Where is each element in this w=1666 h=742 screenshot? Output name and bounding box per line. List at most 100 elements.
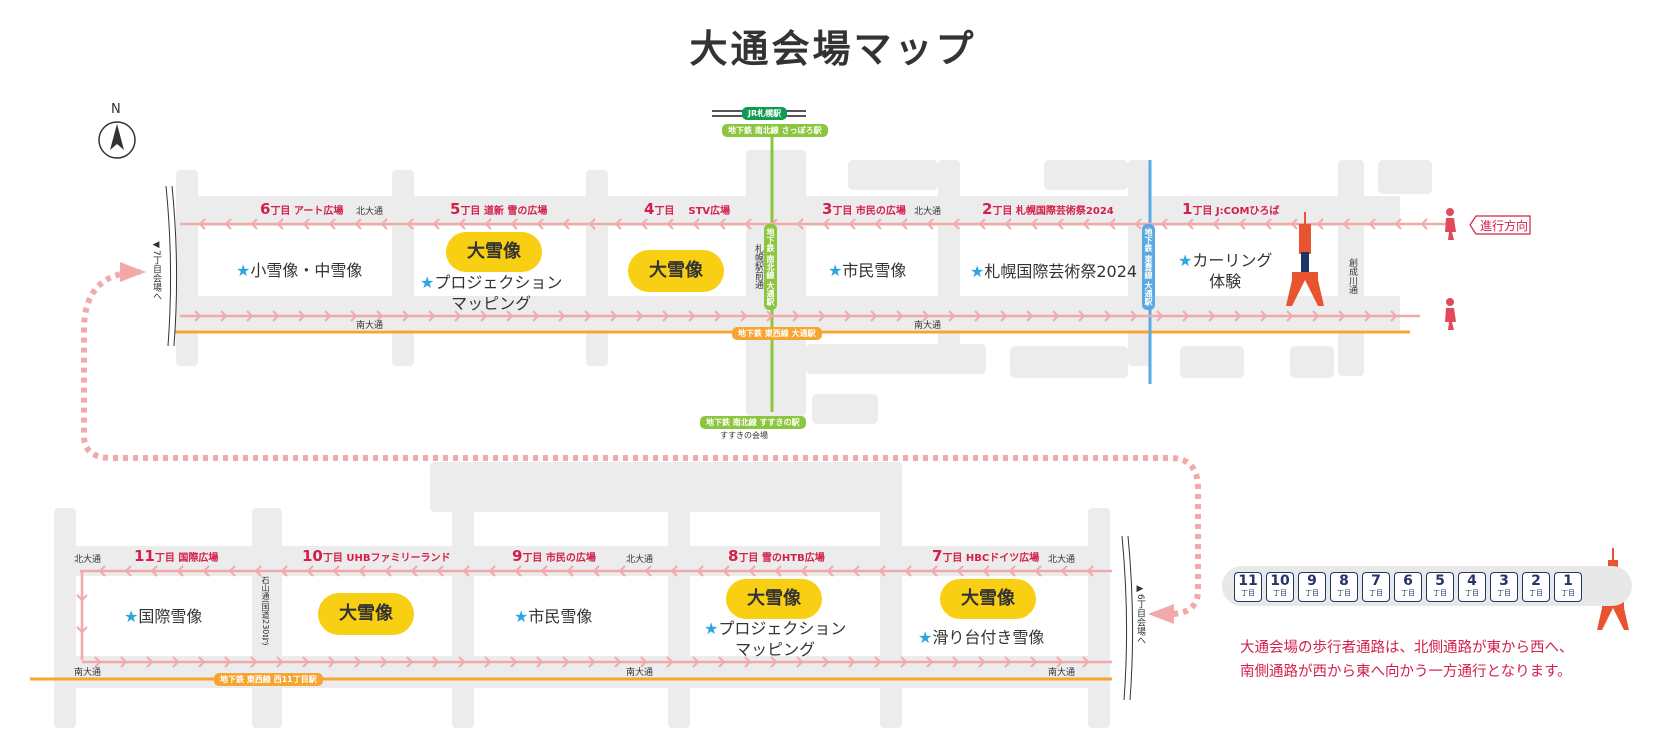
route-arrow <box>982 565 990 577</box>
route-arrow <box>1078 310 1086 322</box>
route-arrow <box>198 656 206 668</box>
route-arrow <box>1030 218 1038 230</box>
chome-badge-unit: 丁目 <box>1305 589 1319 597</box>
route-arrow <box>1030 656 1038 668</box>
route-arrow <box>220 310 228 322</box>
route-arrow <box>328 218 336 230</box>
route-arrow <box>562 218 570 230</box>
route-arrow <box>948 310 956 322</box>
chome-badge-number: 8 <box>1339 573 1349 589</box>
route-arrow <box>1394 218 1402 230</box>
route-arrow <box>1104 310 1112 322</box>
attraction-6: ★小雪像・中雪像 <box>236 261 363 280</box>
route-arrow <box>458 218 466 230</box>
route-arrow <box>1234 310 1242 322</box>
route-arrow <box>120 656 128 668</box>
route-arrow <box>332 565 340 577</box>
route-arrow <box>796 218 804 230</box>
station-subway-susukino: 地下鉄 南北線 すすきの駅 <box>700 416 806 429</box>
route-arrow <box>76 594 88 602</box>
route-arrow <box>844 310 852 322</box>
route-arrow <box>900 218 908 230</box>
route-arrow <box>432 656 440 668</box>
route-arrow <box>562 656 570 668</box>
chome-badge-number: 4 <box>1467 573 1477 589</box>
block-label-7: 7丁目 HBCドイツ広場 <box>932 547 1040 565</box>
route-arrow <box>1182 310 1190 322</box>
route-arrow <box>666 656 674 668</box>
route-arrow <box>224 656 232 668</box>
route-arrow <box>198 218 206 230</box>
route-arrow <box>1056 218 1064 230</box>
route-arrow <box>640 656 648 668</box>
route-arrow <box>644 565 652 577</box>
block-label-11: 11丁目 国際広場 <box>134 547 219 565</box>
street-kita-odori-lower-3: 北大通 <box>1048 555 1076 565</box>
route-arrow <box>792 310 800 322</box>
route-arrow <box>224 218 232 230</box>
route-arrow <box>770 656 778 668</box>
route-arrow <box>406 656 414 668</box>
route-arrow <box>124 565 132 577</box>
route-arrow <box>536 218 544 230</box>
to-6chome-label: ▶6丁目会場へ <box>1135 584 1145 645</box>
route-arrow <box>744 656 752 668</box>
route-arrow <box>800 565 808 577</box>
route-arrow <box>766 310 774 322</box>
block-label-4: 4丁目 STV広場 <box>644 200 731 218</box>
route-arrow <box>410 565 418 577</box>
route-arrow <box>176 565 184 577</box>
route-arrow <box>202 565 210 577</box>
route-arrow <box>878 565 886 577</box>
route-arrow <box>1108 218 1116 230</box>
route-arrow <box>688 310 696 322</box>
route-arrow <box>250 218 258 230</box>
route-arrow <box>1056 656 1064 668</box>
route-arrow <box>618 565 626 577</box>
block-label-3: 3丁目 市民の広場 <box>822 200 906 218</box>
route-arrow <box>1034 565 1042 577</box>
chome-badge-number: 1 <box>1563 573 1573 589</box>
direction-label: 進行方向 <box>1480 219 1529 233</box>
route-arrow <box>870 310 878 322</box>
route-arrow <box>952 656 960 668</box>
station-odori-toho: 地下鉄 東豊線 大通駅 <box>1142 224 1155 310</box>
block-label-1: 1丁目 J:COMひろば <box>1182 200 1280 218</box>
route-arrow <box>610 310 618 322</box>
route-arrow <box>350 310 358 322</box>
route-arrow <box>484 656 492 668</box>
street-kita-odori-lower-2: 北大通 <box>626 555 654 565</box>
street-sapporo-ekimae: 札幌駅前通 <box>753 244 763 289</box>
route-arrow <box>978 656 986 668</box>
route-arrow <box>280 565 288 577</box>
route-arrow <box>150 565 158 577</box>
attraction-3: ★市民雪像 <box>828 261 907 280</box>
street-ishiyama: 石山通(国道230号) <box>261 576 270 646</box>
route-arrow <box>276 656 284 668</box>
route-connector <box>81 269 1201 617</box>
compass-icon <box>98 121 136 159</box>
route-arrow <box>896 310 904 322</box>
route-arrow <box>774 565 782 577</box>
attraction-5: ★プロジェクションマッピング <box>420 273 563 313</box>
route-arrow <box>454 310 462 322</box>
route-arrow <box>1060 565 1068 577</box>
route-arrow <box>822 218 830 230</box>
route-arrow <box>380 218 388 230</box>
route-arrow <box>852 565 860 577</box>
route-arrow <box>670 565 678 577</box>
route-arrow <box>276 218 284 230</box>
route-arrow <box>254 565 262 577</box>
connector-arrow-upper <box>120 262 146 282</box>
chome-badge-unit: 丁目 <box>1465 589 1479 597</box>
route-arrow <box>354 656 362 668</box>
chome-badge-unit: 丁目 <box>1401 589 1415 597</box>
route-arrow <box>1082 656 1090 668</box>
chome-badge-unit: 丁目 <box>1497 589 1511 597</box>
